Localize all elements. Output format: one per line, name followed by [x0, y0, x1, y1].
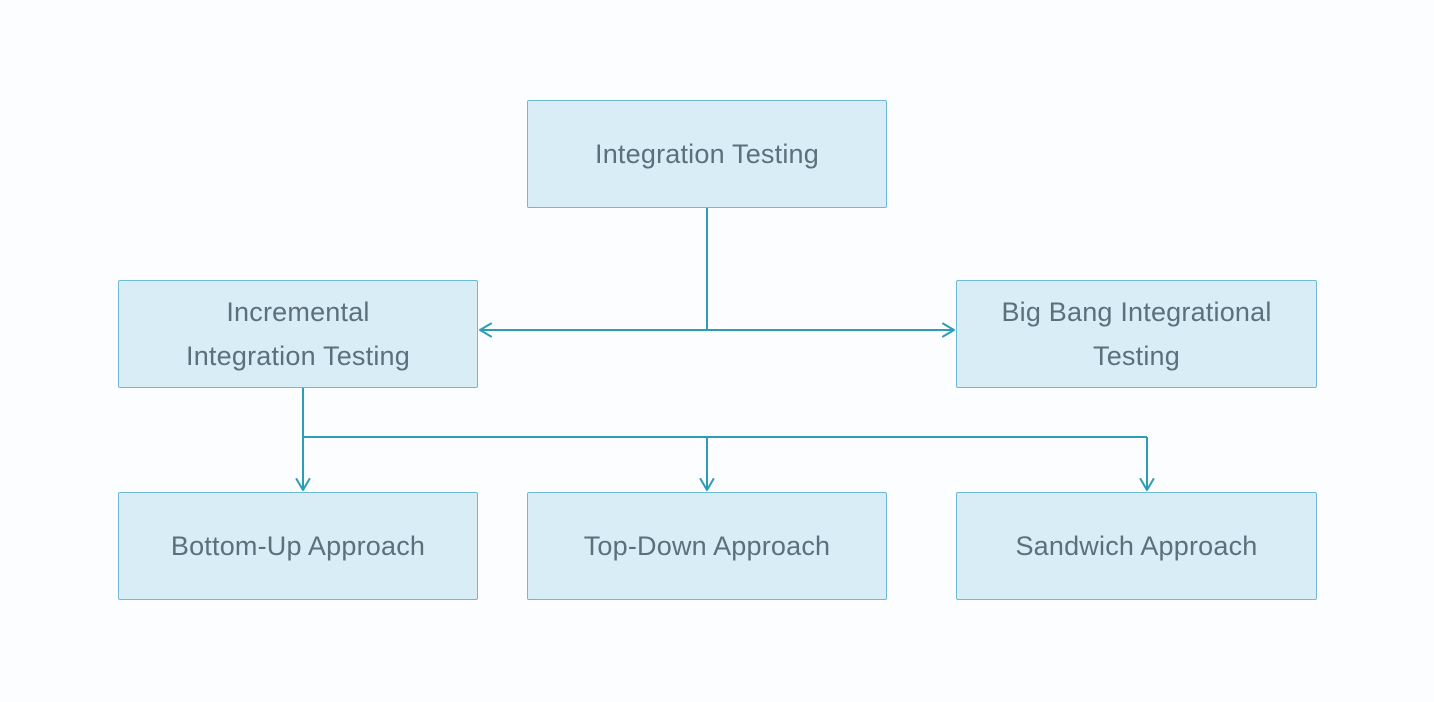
node-bottom-up-approach: Bottom-Up Approach: [118, 492, 478, 600]
node-label: Integration Testing: [186, 341, 410, 371]
node-label: Top-Down Approach: [583, 531, 831, 561]
node-label: Integration Testing: [595, 139, 819, 169]
node-label: Big Bang Integrational: [1001, 297, 1272, 327]
node-big-bang-integrational-testing: Big Bang Integrational Testing: [956, 280, 1317, 388]
node-incremental-integration-testing: Incremental Integration Testing: [118, 280, 478, 388]
node-integration-testing: Integration Testing: [527, 100, 887, 208]
node-label: Bottom-Up Approach: [170, 531, 426, 561]
node-label: Testing: [1093, 341, 1180, 371]
edge-incremental-branch: [302, 388, 1147, 438]
node-top-down-approach: Top-Down Approach: [527, 492, 887, 600]
node-label: Incremental: [226, 297, 370, 327]
node-sandwich-approach: Sandwich Approach: [956, 492, 1317, 600]
node-label: Sandwich Approach: [1015, 531, 1258, 561]
